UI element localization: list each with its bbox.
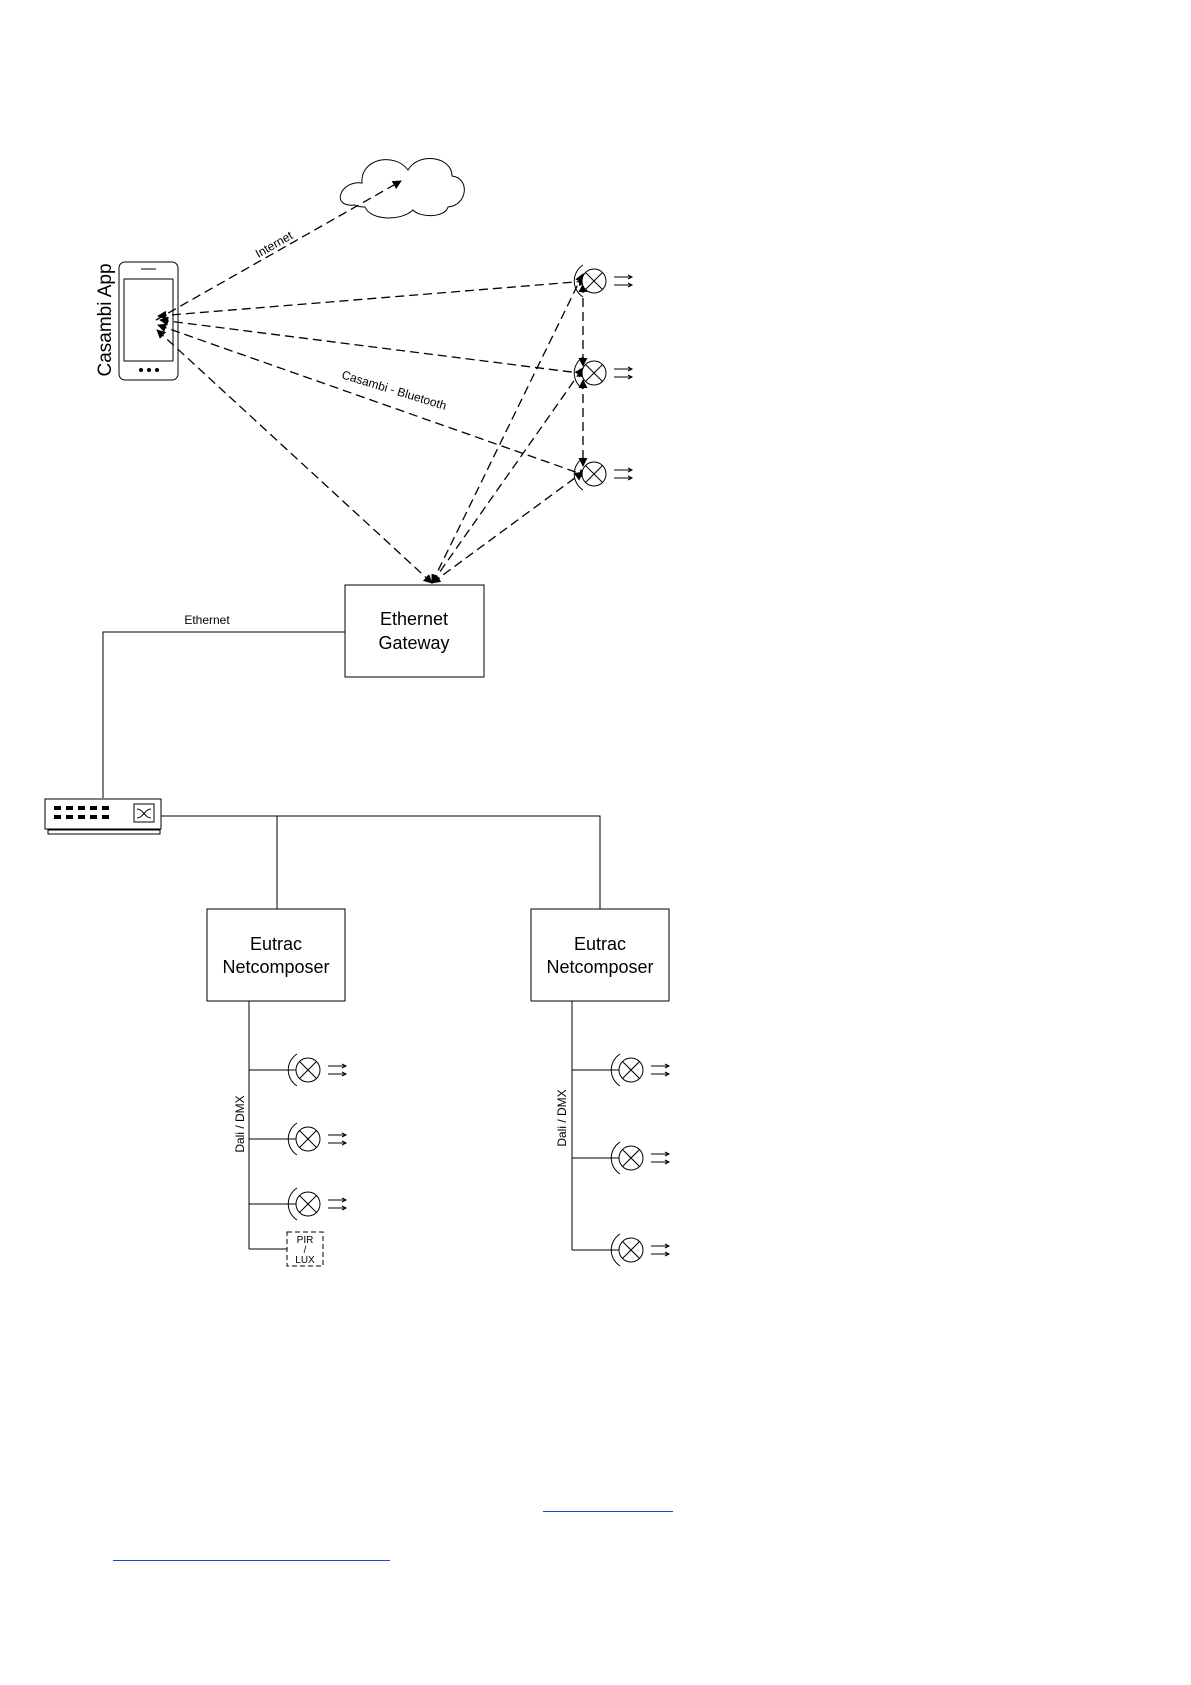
dali-bus-left [249,1001,296,1249]
cloud-icon [340,159,464,218]
luminaire-icon [611,1142,669,1174]
sensor-line3: LUX [295,1255,315,1266]
netcomposer-right-line1: Eutrac [574,934,626,954]
gateway-to-luminaire-2 [432,368,583,583]
netcomposer-left-line2: Netcomposer [222,957,329,977]
internet-label: Internet [253,228,296,261]
dali-dmx-right-label: Dali / DMX [555,1089,569,1146]
smartphone-icon [119,262,178,380]
dali-dmx-left-label: Dali / DMX [233,1095,247,1152]
dali-bus-right [572,1001,620,1250]
phone-to-luminaire-2 [160,320,587,374]
luminaire-icon [611,1234,669,1266]
network-switch-icon [45,799,161,834]
luminaire-icon [574,458,632,490]
netcomposer-left-box: Eutrac Netcomposer [207,909,345,1001]
gateway-to-luminaire-3 [432,472,583,583]
phone-to-luminaire-1 [158,281,587,316]
luminaire-icon [288,1054,346,1086]
netcomposer-right-box: Eutrac Netcomposer [531,909,669,1001]
netcomposer-left-line1: Eutrac [250,934,302,954]
casambi-bluetooth-label: Casambi - Bluetooth [340,368,448,413]
luminaire-icon [288,1123,346,1155]
gateway-to-luminaire-1 [432,274,583,583]
ethernet-label: Ethernet [184,613,230,627]
phone-to-gateway [157,330,432,583]
luminaire-icon [288,1188,346,1220]
luminaire-icon [611,1054,669,1086]
gateway-line2: Gateway [378,633,449,653]
gateway-line1: Ethernet [380,609,448,629]
ethernet-gateway-box: Ethernet Gateway [345,585,484,677]
netcomposer-right-line2: Netcomposer [546,957,653,977]
phone-app-label: Casambi App [95,263,116,376]
internet-link [156,181,401,320]
pir-lux-sensor: PIR / LUX [287,1232,323,1266]
hyperlink-underline[interactable] [113,1560,390,1561]
hyperlink-underline[interactable] [543,1511,673,1512]
